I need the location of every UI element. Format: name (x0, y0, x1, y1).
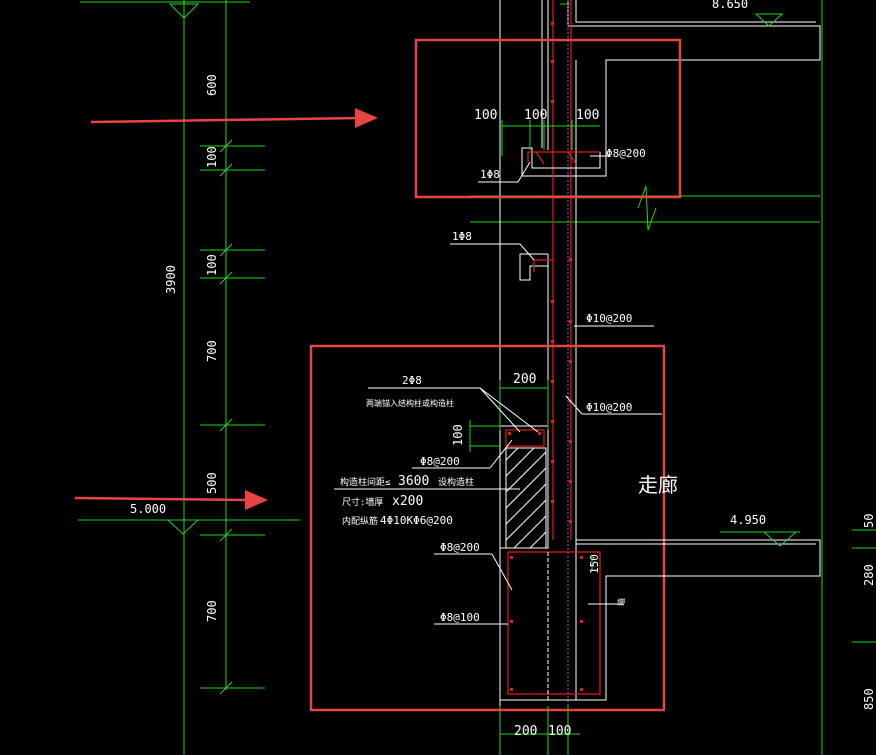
dim-100-b: 100 (205, 254, 219, 276)
dim-280: 280 (862, 564, 876, 586)
elevation-label-4950: 4.950 (730, 513, 766, 527)
top-dim-100-left: 100 (474, 108, 497, 123)
lower-spec-row-2: 尺寸:墙厚 x200 (342, 494, 423, 509)
wall-rebar-phi10-200-b: Φ10@200 (586, 401, 632, 414)
lower-note-anchor: 两端锚入结构柱或构造柱 (366, 398, 454, 408)
dim-700-b: 700 (205, 600, 219, 622)
dim-850: 850 (862, 688, 876, 710)
elevation-marker-8650 (754, 13, 784, 27)
lower-dimension-lines (469, 380, 593, 755)
elevation-label-5000: 5.000 (130, 502, 166, 516)
hatched-lintel (505, 447, 547, 549)
lower-stirrup-low: Φ8@100 (440, 611, 480, 624)
top-detail-rebar (478, 120, 610, 183)
arrow-pointer-top (90, 108, 378, 128)
corridor-label: 走廊 (638, 473, 678, 497)
lower-dim-200-bottom: 200 (514, 724, 537, 739)
dim-50: 50 (862, 514, 876, 528)
lower-dim-100-side: 100 (451, 424, 465, 446)
lower-spec-row-3: 内配纵筋 4Φ10KΦ6@200 (342, 514, 453, 527)
top-rebar-phi8-200: Φ8@200 (606, 147, 646, 160)
lower-stirrup-top: Φ8@200 (420, 455, 460, 468)
leader-wall-phi10-b2 (565, 395, 583, 415)
spec-2-label: 尺寸:墙厚 (342, 496, 383, 508)
spec-1-suffix: 设构造柱 (438, 476, 474, 488)
dim-3900: 3900 (164, 265, 178, 294)
highlight-box-lower-detail (309, 344, 666, 712)
top-dim-100-right: 100 (576, 108, 599, 123)
lower-dim-150: 150 (588, 554, 601, 574)
lower-rebar (505, 429, 601, 700)
top-slab-outline (522, 0, 821, 177)
wall-rebar (533, 0, 572, 540)
lower-slab-outline (500, 425, 821, 701)
elevation-marker-5000 (166, 519, 200, 535)
top-dim-100-mid: 100 (524, 108, 547, 123)
left-dimension-lines (78, 0, 300, 755)
lower-rebar-2phi8: 2Φ8 (402, 374, 422, 387)
elevation-marker-top-left (168, 3, 200, 19)
lower-dim-100-bottom: 100 (548, 724, 571, 739)
leader-wall-1phi8-b (519, 243, 535, 261)
wall-outline (499, 0, 577, 755)
lower-side-mark: 墙 (616, 598, 626, 606)
lower-spec-row-1: 构造柱间距≤ 3600 设构造柱 (340, 474, 474, 489)
dim-700-a: 700 (205, 340, 219, 362)
highlight-box-top-detail (414, 38, 682, 199)
spec-1-value: 3600 (398, 474, 429, 489)
top-rebar-1phi8: 1Φ8 (480, 168, 500, 181)
dim-100-a: 100 (205, 146, 219, 168)
elevation-label-8650: 8.650 (712, 0, 748, 11)
spec-3-value: 4Φ10KΦ6@200 (380, 514, 453, 527)
lower-dim-200-top: 200 (513, 372, 536, 387)
arrow-pointer-bottom (74, 490, 268, 510)
dim-600: 600 (205, 74, 219, 96)
spec-1-label: 构造柱间距≤ (340, 476, 391, 488)
wall-rebar-phi10-200-a: Φ10@200 (586, 312, 632, 325)
lower-leaders (334, 387, 624, 625)
spec-2-value: x200 (392, 494, 423, 509)
spec-3-label: 内配纵筋 (342, 515, 378, 527)
lower-stirrup-mid: Φ8@200 (440, 541, 480, 554)
dim-500: 500 (205, 472, 219, 494)
wall-rebar-1phi8: 1Φ8 (452, 230, 472, 243)
